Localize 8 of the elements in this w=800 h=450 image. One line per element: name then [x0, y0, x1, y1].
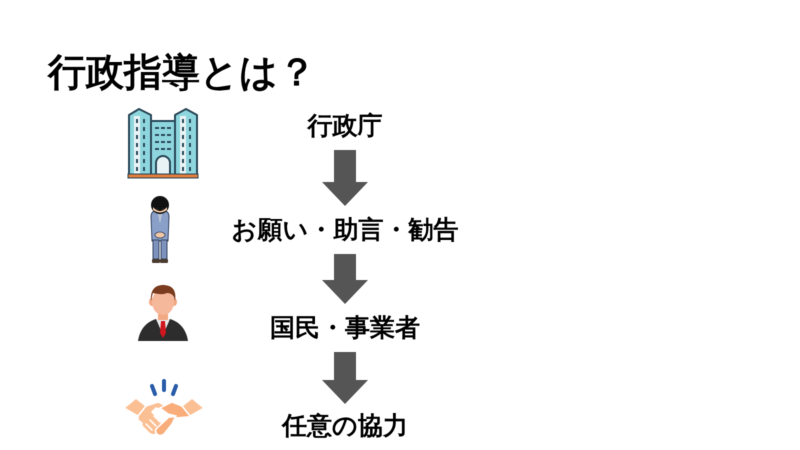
- down-arrow: [322, 352, 368, 404]
- down-arrow: [322, 150, 368, 206]
- down-arrow: [322, 254, 368, 304]
- step-label: お願い・助言・勧告: [232, 214, 458, 246]
- step-label: 国民・事業者: [270, 312, 420, 344]
- title: 行政指導とは？: [48, 49, 316, 96]
- step-label: 任意の協力: [282, 410, 408, 442]
- step-label: 行政庁: [308, 110, 382, 142]
